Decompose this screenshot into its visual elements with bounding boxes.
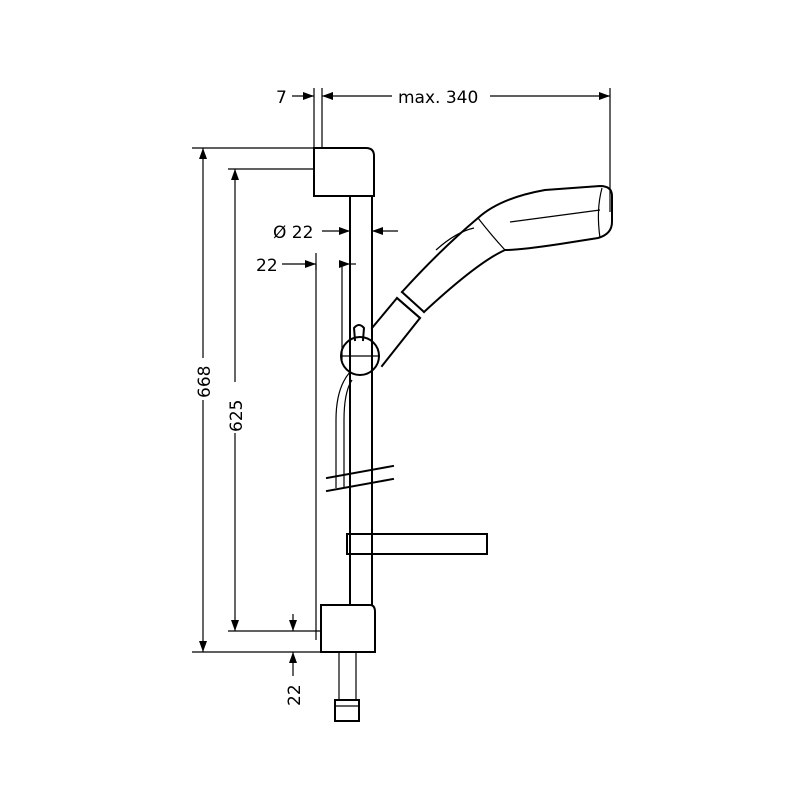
dim-overall-height xyxy=(192,147,321,653)
dim-mount-spacing xyxy=(228,168,321,632)
dim-label-rail-offset: 7 xyxy=(276,88,287,108)
dim-rail-offset xyxy=(292,88,335,148)
dim-label-overall-height: 668 xyxy=(195,366,215,398)
dim-max-reach xyxy=(335,88,611,212)
wall-rail xyxy=(325,195,395,605)
dim-label-bottom-offset: 22 xyxy=(285,684,305,706)
hose xyxy=(334,371,360,722)
dim-rail-width xyxy=(282,253,356,640)
dim-label-max-reach: max. 340 xyxy=(398,88,478,108)
bottom-wall-bracket xyxy=(320,604,376,653)
top-wall-bracket xyxy=(313,147,375,197)
dim-label-rail-diameter: Ø 22 xyxy=(273,223,313,243)
soap-dish xyxy=(346,533,488,555)
slider-holder xyxy=(340,290,426,376)
dim-rail-diameter xyxy=(322,227,398,235)
dim-bottom-offset xyxy=(289,614,297,676)
dim-label-rail-width: 22 xyxy=(256,256,278,276)
dim-label-mount-spacing: 625 xyxy=(227,400,247,432)
hand-shower xyxy=(400,184,613,314)
